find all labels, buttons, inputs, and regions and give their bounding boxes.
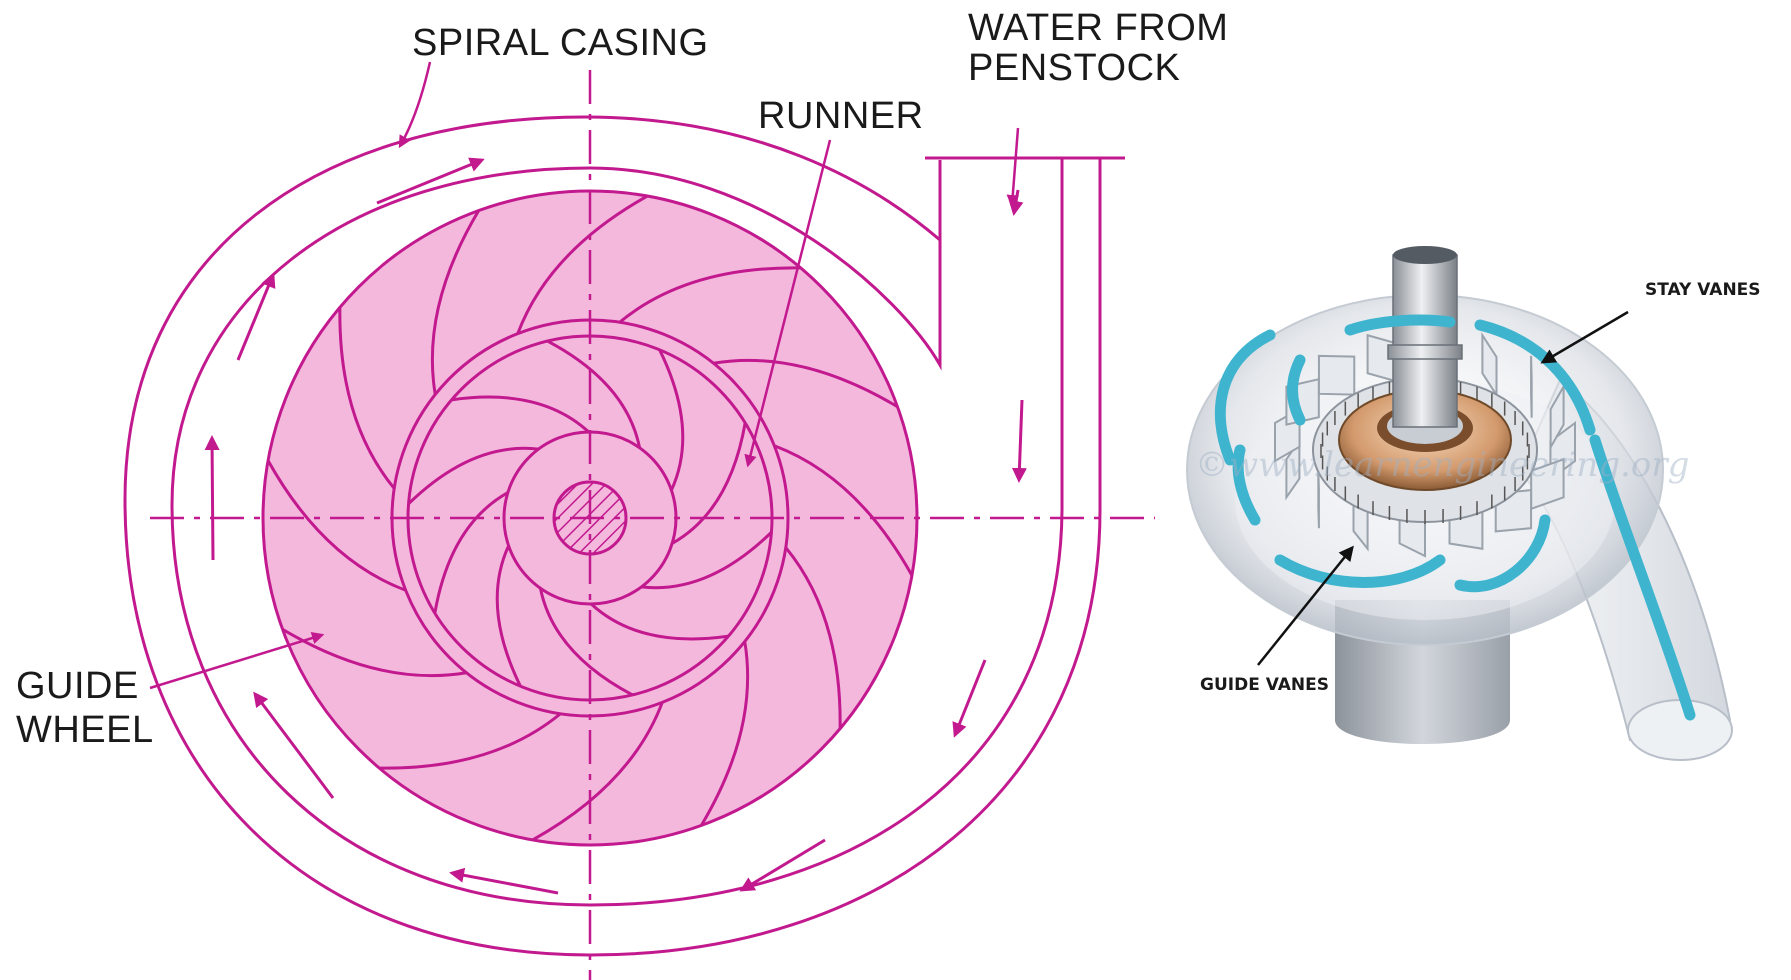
watermark: ©www.learnengineering.org <box>1195 445 1689 485</box>
label-penstock: PENSTOCK <box>968 47 1180 89</box>
label-wheel: WHEEL <box>16 709 154 751</box>
label-water-from: WATER FROM <box>968 7 1228 49</box>
label-guide: GUIDE <box>16 665 139 707</box>
label-runner: RUNNER <box>758 95 924 137</box>
label-spiral-casing: SPIRAL CASING <box>412 22 709 64</box>
label-stay-vanes: STAY VANES <box>1645 280 1761 300</box>
label-guide-vanes: GUIDE VANES <box>1200 675 1329 695</box>
shaft-icon <box>1388 246 1462 427</box>
stay-vane <box>1319 356 1354 395</box>
schematic-diagram <box>125 62 1155 980</box>
stay-vane <box>1531 356 1532 418</box>
